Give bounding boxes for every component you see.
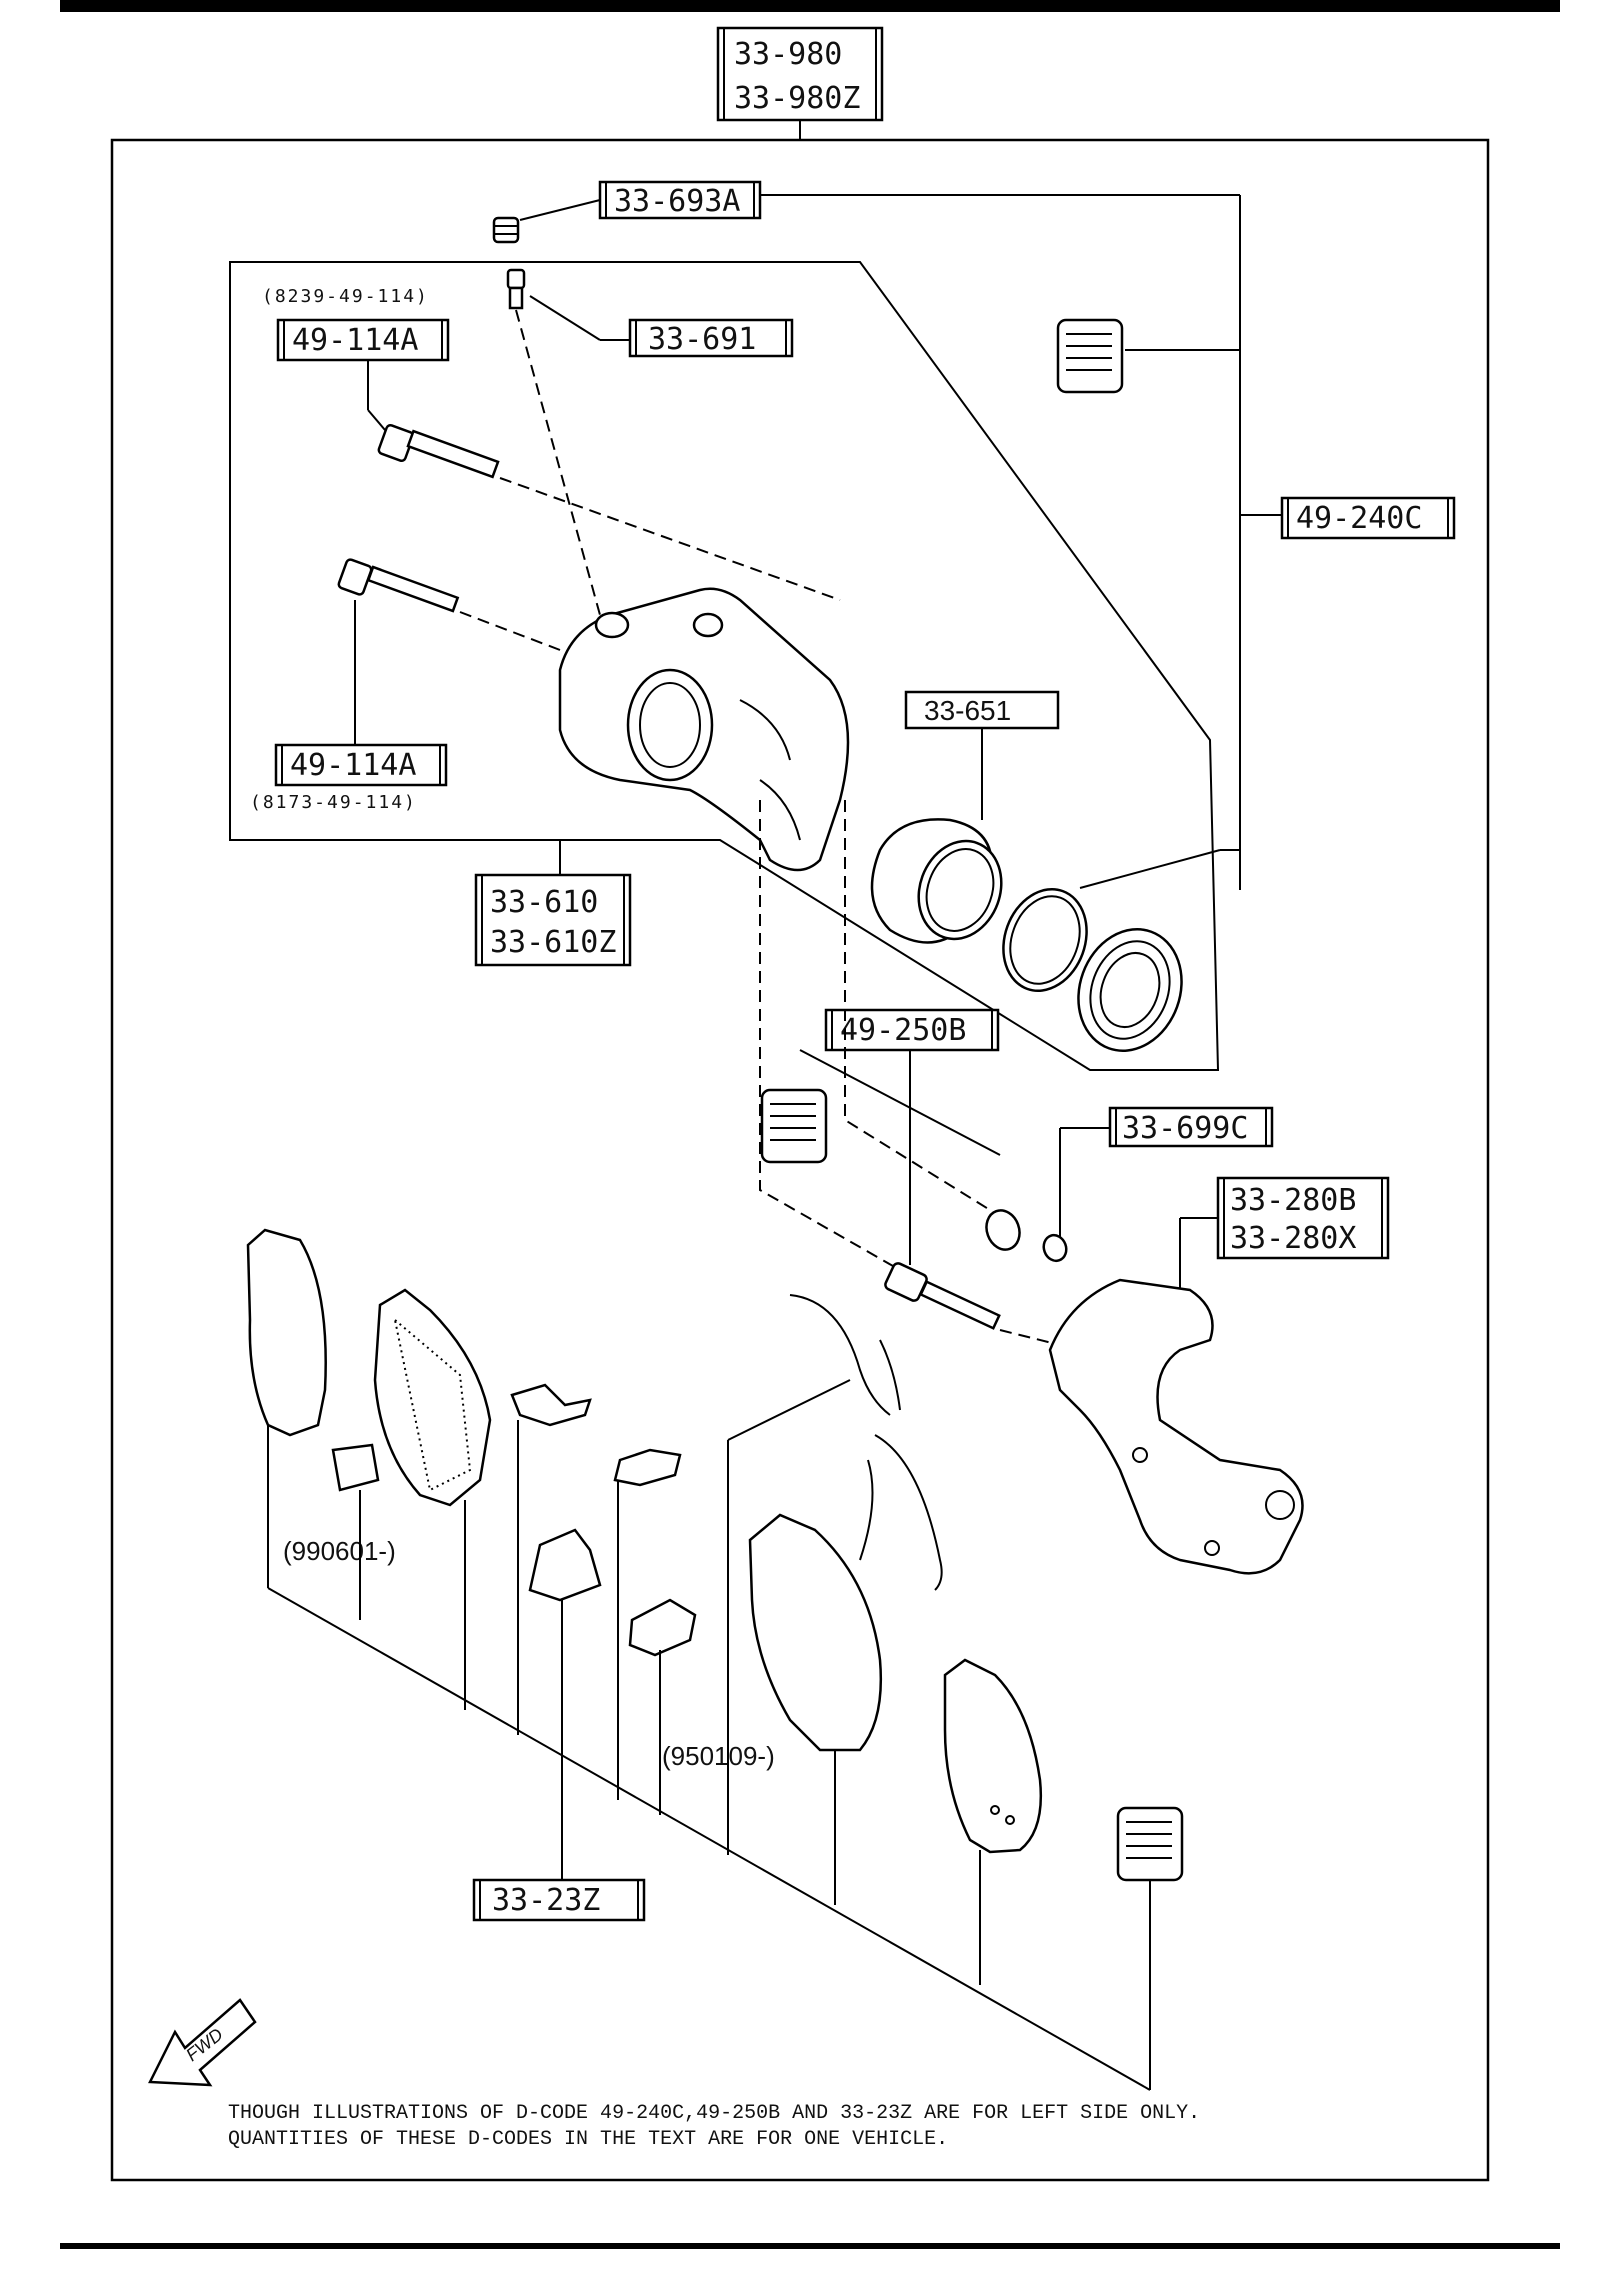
- pad-kit-packet-icon: [1116, 1806, 1184, 1882]
- guide-pin-upper-part: [377, 423, 841, 601]
- bracket-label-2: 33-280X: [1230, 1221, 1356, 1256]
- shim-outer-right: [943, 1658, 1042, 1854]
- piston-part: [870, 818, 1003, 944]
- pad-inner-left: [373, 1288, 492, 1507]
- bleeder-cap-part: [492, 216, 520, 244]
- bracket-callout[interactable]: 33-280B 33-280X: [1179, 1176, 1390, 1300]
- guide-pin-upper-callout[interactable]: (8239-49-114) 49-114A: [262, 286, 450, 431]
- pad-set-leaders: [267, 1379, 1151, 2091]
- piston-label: 33-651: [924, 695, 1011, 726]
- bushing-callout[interactable]: 33-699C: [1059, 1106, 1274, 1240]
- guide-pin-lower-note: (8173-49-114): [250, 792, 417, 813]
- caliper-body-label-1: 33-610: [490, 885, 598, 920]
- bushing-label: 33-699C: [1122, 1111, 1248, 1146]
- caliper-body-label-2: 33-610Z: [490, 925, 616, 960]
- grease-kit-label: 49-250B: [840, 1013, 966, 1048]
- caliper-body-callout[interactable]: 33-610 33-610Z: [474, 840, 632, 967]
- bushing-part: [985, 1209, 1068, 1263]
- grease-dash-path-2: [844, 800, 991, 1211]
- clip-right-upper: [510, 1383, 592, 1427]
- grease-kit-callout[interactable]: 49-250B: [799, 1008, 1001, 1265]
- slide-pin-part: [884, 1262, 1061, 1346]
- spring-upper: [789, 1294, 901, 1416]
- main-code-1: 33-980: [734, 37, 842, 72]
- bleeder-screw-part: [506, 268, 601, 616]
- guide-pin-upper-label: 49-114A: [292, 323, 418, 358]
- bleeder-cap-label: 33-693A: [614, 184, 740, 219]
- caliper-body-part: [558, 587, 850, 872]
- pad-set-callout[interactable]: 33-23Z: [472, 1760, 646, 1922]
- guide-pin-lower-label: 49-114A: [290, 748, 416, 783]
- pad-outer-right: [748, 1513, 883, 1752]
- clip-lower-left: [528, 1528, 602, 1602]
- main-assembly-callout[interactable]: 33-980 33-980Z: [716, 26, 884, 140]
- footnote-line-1: THOUGH ILLUSTRATIONS OF D-CODE 49-240C,4…: [228, 2102, 1200, 2125]
- main-code-2: 33-980Z: [734, 81, 860, 116]
- piston-callout[interactable]: 33-651: [904, 690, 1060, 820]
- dust-boot-part: [1077, 928, 1183, 1052]
- bleeder-screw-label: 33-691: [648, 322, 756, 357]
- clip-right-mid: [613, 1448, 682, 1487]
- grease-dash-path: [759, 800, 901, 1271]
- fwd-arrow-icon: FWD: [148, 1998, 257, 2087]
- bleeder-cap-callout[interactable]: 33-693A: [519, 180, 1241, 890]
- guide-pin-lower-callout[interactable]: 49-114A (8173-49-114): [250, 600, 448, 813]
- spring-lower: [859, 1434, 943, 1591]
- bottom-rule: [60, 2243, 1560, 2249]
- pad-set-label: 33-23Z: [492, 1883, 600, 1918]
- top-rule: [60, 0, 1560, 12]
- bleeder-screw-callout[interactable]: 33-691: [529, 295, 794, 358]
- footnote-line-2: QUANTITIES OF THESE D-CODES IN THE TEXT …: [228, 2128, 948, 2151]
- seal-ring-part: [1002, 888, 1088, 992]
- guide-pin-lower-part: [337, 558, 561, 651]
- pad-date-label-2: (950109-): [662, 1741, 775, 1771]
- guide-pin-upper-note: (8239-49-114): [262, 286, 429, 307]
- bracket-label-1: 33-280B: [1230, 1183, 1356, 1218]
- shim-outer-left: [246, 1228, 327, 1437]
- seal-kit-label: 49-240C: [1296, 501, 1422, 536]
- clip-left-small: [331, 1443, 380, 1492]
- pad-date-label-1: (990601-): [283, 1536, 396, 1566]
- clip-lower-right: [628, 1598, 697, 1657]
- grease-kit-packet-icon: [760, 1088, 828, 1164]
- seal-kit-callout[interactable]: 49-240C: [1079, 349, 1456, 889]
- caliper-group-outline: [229, 261, 1220, 1071]
- bracket-part: [1048, 1278, 1304, 1575]
- seal-kit-packet-icon: [1056, 318, 1124, 394]
